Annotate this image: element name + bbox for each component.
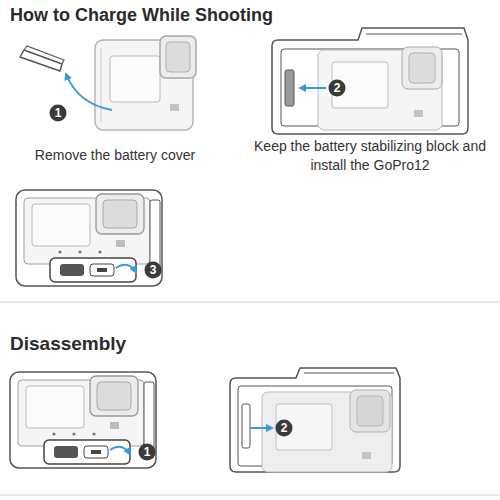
cage-frame bbox=[230, 368, 400, 472]
camera-front bbox=[95, 36, 196, 130]
callout-number: 2 bbox=[275, 419, 293, 437]
mic-grid bbox=[362, 452, 371, 459]
callout-number: 2 bbox=[328, 79, 346, 97]
motion-arrow bbox=[300, 87, 326, 89]
callout-number: 3 bbox=[144, 261, 162, 279]
callout-number: 2 bbox=[275, 419, 293, 437]
callout-number: 2 bbox=[328, 79, 346, 97]
port-latch bbox=[50, 258, 136, 282]
camera-body bbox=[318, 50, 442, 130]
callout-circle bbox=[50, 105, 67, 122]
cage-frame bbox=[272, 28, 468, 134]
callout-number: 1 bbox=[49, 104, 67, 122]
lens-housing bbox=[402, 47, 442, 89]
section-divider bbox=[0, 495, 500, 496]
front-screen bbox=[276, 404, 332, 450]
callout-circle bbox=[276, 420, 293, 437]
screw-dot bbox=[58, 250, 61, 253]
camera-body bbox=[95, 40, 193, 130]
screw-dot bbox=[98, 250, 101, 253]
callout-circle bbox=[139, 444, 156, 461]
cage-handle bbox=[366, 34, 462, 35]
battery-cover-lip bbox=[24, 46, 64, 64]
lens-housing bbox=[350, 390, 390, 432]
lens bbox=[357, 396, 383, 426]
motion-arrow bbox=[250, 427, 272, 429]
motion-arrow bbox=[66, 74, 112, 110]
front-screen bbox=[110, 56, 160, 102]
latch-tab bbox=[90, 264, 114, 276]
latch-slot bbox=[97, 268, 107, 272]
caged-camera bbox=[16, 190, 162, 286]
battery-door-edge bbox=[101, 48, 102, 122]
battery-stabilizing-block bbox=[285, 70, 294, 106]
lens-housing bbox=[160, 36, 196, 78]
mic-grid bbox=[170, 104, 179, 111]
motion-arrow bbox=[116, 265, 136, 272]
lens bbox=[409, 53, 435, 83]
callout-circle bbox=[329, 80, 346, 97]
section-divider bbox=[0, 302, 500, 303]
mic-grid bbox=[414, 110, 423, 117]
lens bbox=[103, 200, 137, 228]
mic-grid bbox=[116, 240, 125, 247]
section-heading: Disassembly bbox=[10, 333, 126, 355]
battery-cover bbox=[20, 50, 62, 71]
cage-frame bbox=[16, 190, 162, 286]
lens-housing bbox=[96, 194, 144, 234]
step-caption: Keep the battery stabilizing block and i… bbox=[250, 137, 490, 175]
callout-number: 3 bbox=[144, 261, 162, 279]
front-screen bbox=[32, 204, 90, 246]
callout-number: 1 bbox=[49, 104, 67, 122]
lens bbox=[166, 42, 190, 72]
cage-hinge bbox=[242, 404, 250, 448]
caged-camera bbox=[10, 372, 156, 468]
cage-handle bbox=[304, 373, 394, 374]
callout-number: 1 bbox=[138, 443, 156, 461]
callout-circle bbox=[145, 262, 162, 279]
screw-dot bbox=[78, 250, 81, 253]
step-caption: Remove the battery cover bbox=[8, 147, 222, 163]
callout-number: 1 bbox=[138, 443, 156, 461]
section-heading: How to Charge While Shooting bbox=[10, 5, 273, 26]
latch-tab bbox=[60, 264, 84, 276]
